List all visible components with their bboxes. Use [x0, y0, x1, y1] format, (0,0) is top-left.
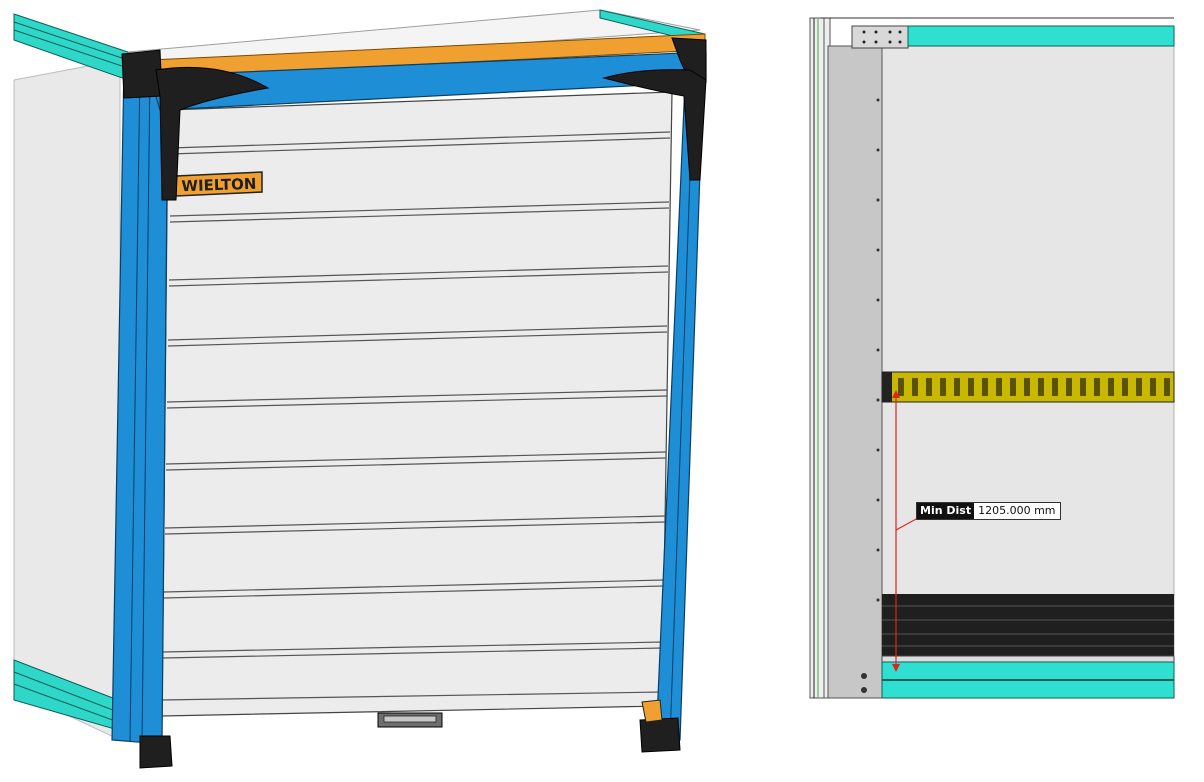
- logistic-rail: [881, 371, 1175, 403]
- post-rivets: [861, 98, 880, 693]
- measurement-tag: Min Dist 1205.000 mm: [916, 502, 1061, 520]
- wielton-logo: WIELTON: [175, 171, 263, 197]
- vertical-post: [827, 45, 883, 699]
- svg-text:WIELTON: WIELTON: [181, 175, 257, 196]
- measurement-value: 1205.000 mm: [978, 504, 1056, 517]
- inner-panel: [881, 45, 1175, 667]
- measurement-label: Min Dist: [917, 503, 975, 519]
- top-cyan-bar: [907, 25, 1175, 47]
- left-frame: [809, 17, 831, 699]
- latch: [641, 699, 663, 723]
- top-corner-block: [851, 25, 909, 49]
- min-dist-measurement: [892, 390, 919, 672]
- right-section-view: [809, 17, 1175, 699]
- shutter-handle: [377, 712, 443, 728]
- shutter-slats: [161, 131, 671, 701]
- floor-band: [881, 594, 1175, 663]
- side-wall-panel: [13, 59, 121, 741]
- corner-brackets: [121, 37, 707, 769]
- left-door-view: WIELTON: [13, 9, 707, 769]
